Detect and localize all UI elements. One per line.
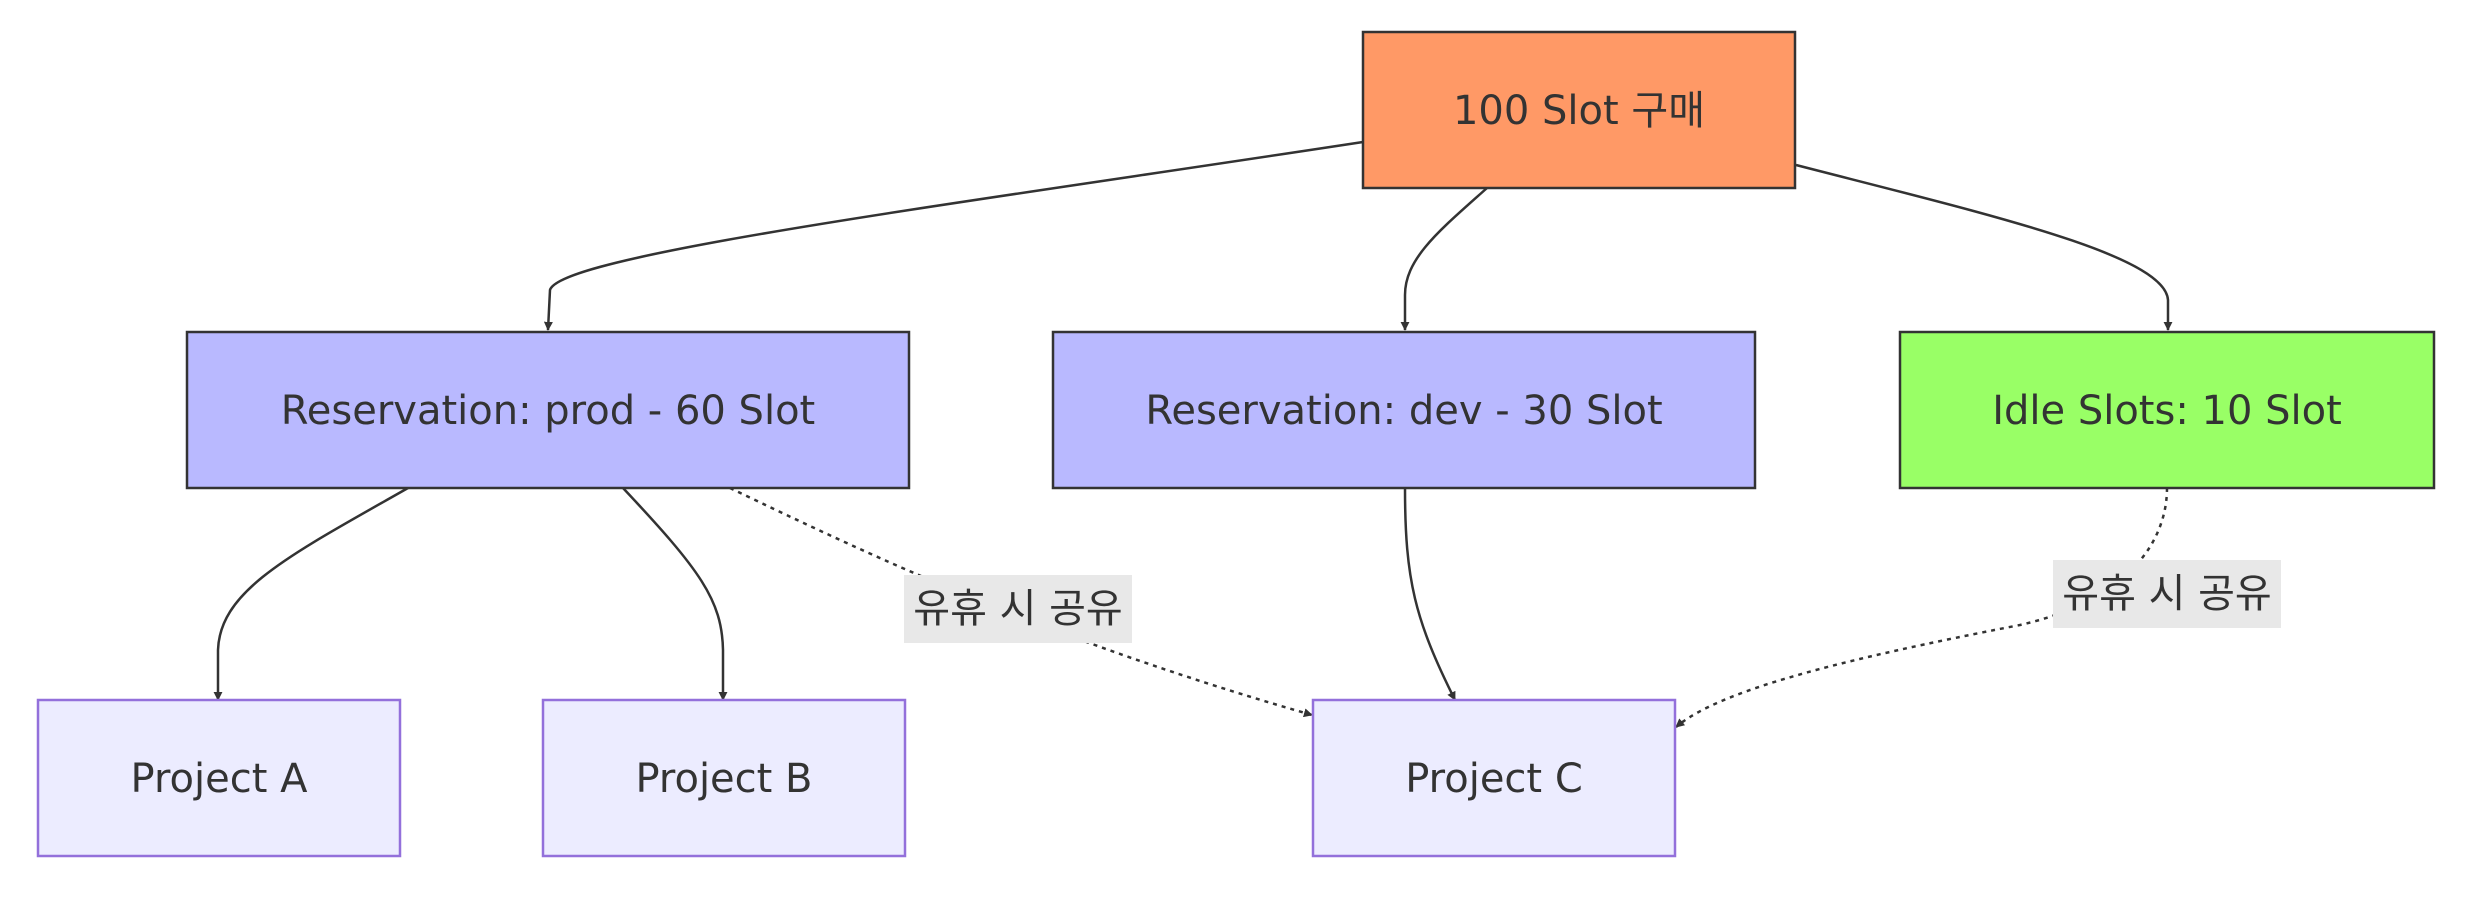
node-project-c: Project C bbox=[1311, 698, 1677, 858]
edge-label-background bbox=[2053, 560, 2281, 628]
node-project-b-label: Project B bbox=[635, 756, 812, 802]
edge-label-text: 유휴 시 공유 bbox=[2062, 571, 2271, 617]
edge-prod-to-project-a bbox=[213, 486, 409, 701]
edge-label-idle-share: 유휴 시 공유 bbox=[2053, 560, 2281, 628]
edge-dev-to-project-c bbox=[1403, 487, 1457, 701]
node-idle-slots-label: Idle Slots: 10 Slot bbox=[1992, 388, 2342, 434]
node-reservation-dev-box bbox=[1051, 330, 1757, 490]
edge-prod-to-project-b bbox=[622, 487, 728, 701]
node-project-a-label: Project A bbox=[131, 756, 309, 802]
node-project-a-box bbox=[36, 698, 402, 858]
node-project-b-box bbox=[541, 698, 907, 858]
edge-label-prod-share: 유휴 시 공유 bbox=[904, 575, 1132, 643]
edge-purchase-to-prod bbox=[543, 140, 1364, 331]
node-purchase: 100 Slot 구매 bbox=[1361, 30, 1797, 190]
node-project-b: Project B bbox=[541, 698, 907, 858]
node-reservation-dev: Reservation: dev - 30 Slot bbox=[1051, 330, 1757, 490]
edge-purchase-to-idle bbox=[1795, 163, 2173, 331]
node-purchase-box bbox=[1361, 30, 1797, 190]
node-reservation-prod-box bbox=[185, 330, 911, 490]
node-purchase-label: 100 Slot 구매 bbox=[1453, 88, 1705, 134]
node-project-a: Project A bbox=[36, 698, 402, 858]
edge-label-background bbox=[904, 575, 1132, 643]
node-reservation-prod-label: Reservation: prod - 60 Slot bbox=[281, 388, 815, 434]
edge-purchase-to-dev bbox=[1400, 187, 1488, 331]
node-project-c-label: Project C bbox=[1405, 756, 1583, 802]
node-idle-slots: Idle Slots: 10 Slot bbox=[1898, 330, 2436, 490]
node-reservation-dev-label: Reservation: dev - 30 Slot bbox=[1145, 388, 1662, 434]
node-idle-slots-box bbox=[1898, 330, 2436, 490]
node-reservation-prod: Reservation: prod - 60 Slot bbox=[185, 330, 911, 490]
edge-idle-to-project-c-dotted bbox=[1675, 487, 2169, 728]
node-project-c-box bbox=[1311, 698, 1677, 858]
edge-label-text: 유휴 시 공유 bbox=[913, 586, 1122, 632]
